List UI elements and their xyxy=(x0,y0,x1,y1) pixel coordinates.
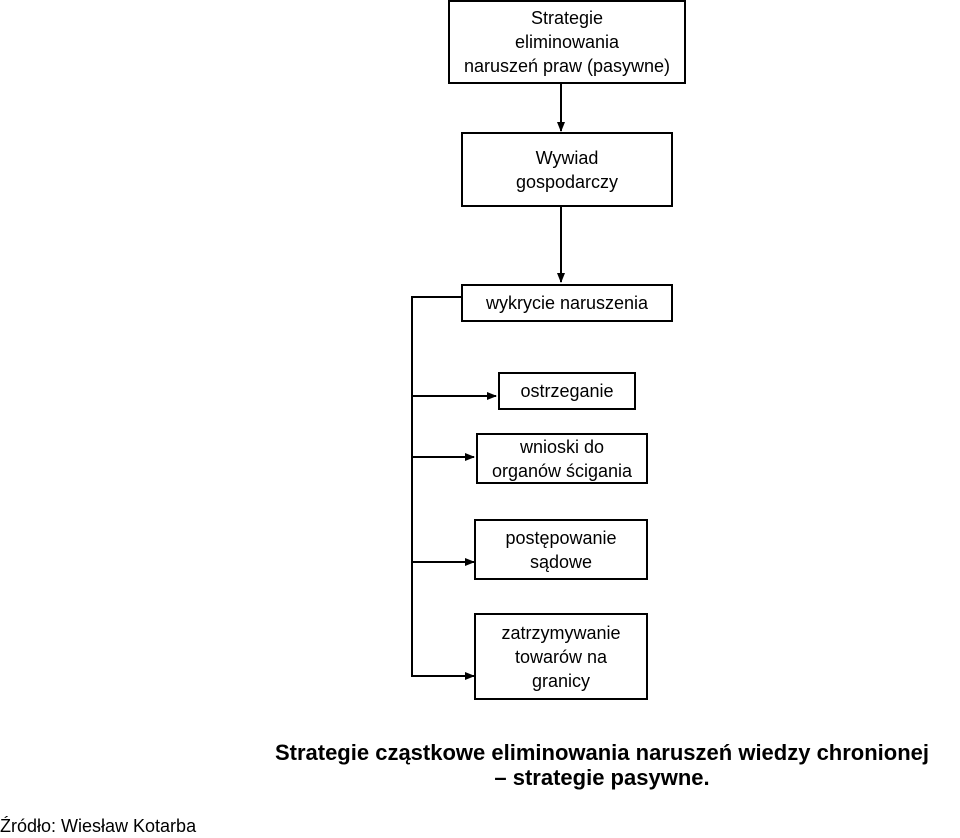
node-root-line-1: Strategie xyxy=(530,8,604,28)
node-court-line-1: postępowanie xyxy=(505,527,617,548)
node-detection: wykrycie naruszenia xyxy=(461,284,673,322)
node-intelligence-line-2: gospodarczy xyxy=(515,171,619,192)
node-intelligence-line-1: Wywiad xyxy=(535,147,599,168)
node-motions: wnioski do organów ścigania xyxy=(476,433,648,484)
node-detection-line-1: wykrycie naruszenia xyxy=(485,293,649,313)
node-root-line-3: naruszeń praw (pasywne) xyxy=(463,56,671,76)
caption-line-1: Strategie cząstkowe eliminowania narusze… xyxy=(274,740,930,765)
caption-line-2: – strategie pasywne. xyxy=(494,765,710,790)
node-intelligence: Wywiad gospodarczy xyxy=(461,132,673,207)
diagram-caption: Strategie cząstkowe eliminowania narusze… xyxy=(244,740,960,790)
node-court: postępowanie sądowe xyxy=(474,519,648,580)
node-motions-line-2: organów ścigania xyxy=(491,460,633,481)
node-border-line-3: granicy xyxy=(531,670,591,691)
node-warning-line-1: ostrzeganie xyxy=(520,381,614,401)
node-border-line-1: zatrzymywanie xyxy=(501,622,621,643)
node-root-line-2: eliminowania xyxy=(514,32,620,52)
node-motions-line-1: wnioski do xyxy=(519,436,605,457)
node-border-line-2: towarów na xyxy=(514,646,608,667)
node-border: zatrzymywanie towarów na granicy xyxy=(474,613,648,700)
node-court-line-2: sądowe xyxy=(529,551,593,572)
node-root: Strategie eliminowania naruszeń praw (pa… xyxy=(448,0,686,84)
source-note: Źródło: Wiesław Kotarba xyxy=(0,816,197,836)
node-warning: ostrzeganie xyxy=(498,372,636,410)
